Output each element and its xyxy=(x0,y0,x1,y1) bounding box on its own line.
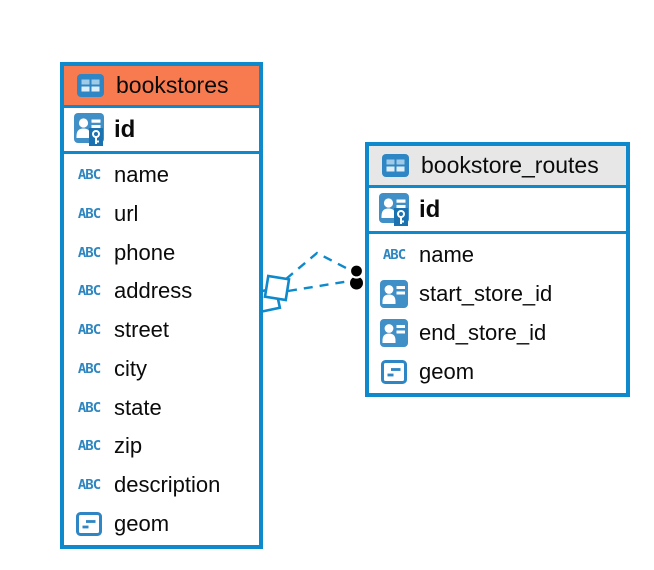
column-name: phone xyxy=(114,239,176,265)
text-type-icon: ABC xyxy=(382,247,406,263)
column-name: id xyxy=(419,195,441,223)
primary-key-icon xyxy=(377,192,411,227)
text-type-icon: ABC xyxy=(77,245,101,261)
column-row[interactable]: ABC zip xyxy=(64,427,259,466)
column-row[interactable]: ABC description xyxy=(64,466,259,505)
primary-key-icon xyxy=(72,112,106,147)
column-name: end_store_id xyxy=(419,319,547,345)
column-name: id xyxy=(114,115,136,143)
column-row[interactable]: start_store_id xyxy=(369,275,626,314)
text-type-icon: ABC xyxy=(77,438,101,454)
column-row-id[interactable]: id xyxy=(64,108,259,154)
reference-type-icon xyxy=(377,280,411,309)
relationship-line xyxy=(285,251,353,280)
relationship-line xyxy=(287,279,351,293)
column-name: description xyxy=(114,471,221,497)
column-row[interactable]: geom xyxy=(369,352,626,391)
geometry-type-icon xyxy=(72,511,106,536)
column-row[interactable]: end_store_id xyxy=(369,314,626,353)
text-type-icon: ABC xyxy=(77,206,101,222)
text-type-icon: ABC xyxy=(77,283,101,300)
column-name: state xyxy=(114,394,162,420)
column-name: name xyxy=(419,242,475,268)
column-row[interactable]: ABC state xyxy=(64,388,259,427)
column-name: zip xyxy=(114,433,143,459)
column-name: url xyxy=(114,201,139,227)
column-row-id[interactable]: id xyxy=(369,188,626,234)
table-bookstores-header[interactable]: bookstores xyxy=(64,66,259,108)
table-bookstores[interactable]: bookstores id ABC xyxy=(60,62,263,549)
table-name: bookstores xyxy=(116,72,229,98)
column-row[interactable]: ABC address xyxy=(64,272,259,311)
column-name: geom xyxy=(419,358,475,384)
column-name: geom xyxy=(114,510,170,536)
column-row[interactable]: ABC city xyxy=(64,350,259,389)
column-name: name xyxy=(114,162,170,188)
text-type-icon: ABC xyxy=(77,167,101,183)
table-bookstore-routes[interactable]: bookstore_routes id ABC xyxy=(365,142,630,397)
table-icon xyxy=(73,74,107,97)
table-bookstore-routes-header[interactable]: bookstore_routes xyxy=(369,146,626,188)
column-name: street xyxy=(114,317,170,343)
column-name: city xyxy=(114,355,147,381)
column-row[interactable]: ABC street xyxy=(64,311,259,350)
reference-type-icon xyxy=(377,318,411,347)
text-type-icon: ABC xyxy=(77,477,101,493)
table-icon xyxy=(378,154,412,177)
text-type-icon: ABC xyxy=(77,322,101,338)
text-type-icon: ABC xyxy=(77,399,101,416)
column-row[interactable]: ABC url xyxy=(64,195,259,234)
geometry-type-icon xyxy=(377,359,411,384)
column-name: address xyxy=(114,278,193,304)
column-row[interactable]: ABC name xyxy=(64,156,259,195)
column-list: ABC name ABC url ABC phone ABC address A… xyxy=(64,154,259,545)
column-row[interactable]: geom xyxy=(64,504,259,543)
column-row[interactable]: ABC name xyxy=(369,236,626,275)
column-name: start_store_id xyxy=(419,281,553,307)
text-type-icon: ABC xyxy=(77,361,101,377)
column-row[interactable]: ABC phone xyxy=(64,233,259,272)
column-list: ABC name start_store_id xyxy=(369,234,626,393)
relation-target-marker xyxy=(348,263,365,290)
table-name: bookstore_routes xyxy=(421,152,599,178)
